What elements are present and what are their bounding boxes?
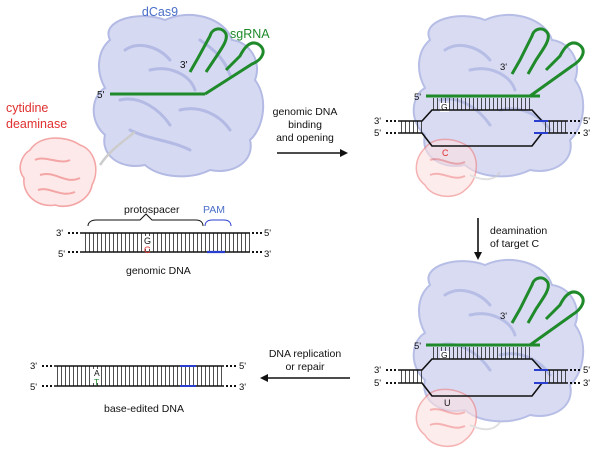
base-g: G — [144, 236, 151, 246]
panel-dcas9-complex: dCas9 5' 3' sgRNA cytidine deaminase — [6, 5, 270, 207]
cytidine-label: cytidine — [6, 101, 48, 115]
edited-bottom-5prime: 5' — [30, 382, 37, 393]
base-edited-caption: base-edited DNA — [104, 403, 184, 415]
panel3-sgrna-5prime: 5' — [414, 92, 421, 103]
sgrna-3prime: 3' — [180, 60, 188, 71]
panel4-bottom-5prime: 5' — [374, 378, 381, 389]
deaminase-protein-2 — [415, 138, 501, 197]
panel3-top-3prime: 3' — [374, 116, 381, 127]
panel4-top-5prime: 5' — [583, 365, 590, 376]
step1-line3: and opening — [276, 132, 334, 144]
deaminase-protein-3 — [415, 388, 501, 447]
panel4-base-g: G — [441, 350, 448, 360]
step3-line1: DNA replication — [269, 348, 342, 360]
step2-line1: deamination — [490, 225, 547, 237]
panel4-sgrna-3prime: 3' — [500, 311, 507, 322]
edited-top-3prime: 3' — [30, 361, 37, 372]
panel4-base-u: U — [444, 398, 451, 408]
arrow-deamination: deamination of target C — [474, 218, 547, 260]
step1-line1: genomic DNA — [273, 106, 338, 118]
panel3-bottom-3prime: 3' — [583, 128, 590, 139]
panel-genomic-dna: protospacer PAM 3' 5' 5' 3' G C genomic … — [56, 204, 271, 277]
dcas9-label: dCas9 — [142, 5, 178, 19]
arrow-replication: DNA replication or repair — [260, 348, 350, 382]
dna-bottom-5prime: 5' — [58, 249, 65, 260]
edited-base-a: A — [94, 368, 100, 378]
deaminase-label: deaminase — [6, 117, 67, 131]
step3-line2: or repair — [285, 361, 325, 373]
edited-bottom-3prime: 3' — [239, 382, 246, 393]
step2-line2: of target C — [490, 238, 539, 250]
base-c: C — [144, 245, 151, 255]
sgrna-label: sgRNA — [230, 27, 270, 41]
arrow-binding: genomic DNA binding and opening — [273, 106, 348, 157]
sgrna-5prime: 5' — [97, 90, 105, 101]
dna-bottom-3prime: 3' — [264, 249, 271, 260]
panel3-base-c: C — [442, 148, 449, 158]
dcas9-protein — [92, 13, 265, 178]
panel3-sgrna-3prime: 3' — [500, 62, 507, 73]
dna-top-3prime: 3' — [56, 228, 63, 239]
panel4-sgrna-5prime: 5' — [414, 341, 421, 352]
deaminase-protein — [19, 137, 97, 207]
panel3-top-5prime: 5' — [583, 116, 590, 127]
panel3-bottom-5prime: 5' — [374, 128, 381, 139]
panel-bound-complex: 5' 3' G 3' 5' 5' 3' C — [374, 13, 590, 197]
sgrna-strand — [110, 27, 265, 96]
panel4-bottom-3prime: 3' — [583, 378, 590, 389]
step1-line2: binding — [288, 119, 322, 131]
linker — [98, 131, 136, 166]
edited-base-t: T — [94, 377, 99, 387]
dna-top-5prime: 5' — [264, 228, 271, 239]
edited-top-5prime: 5' — [239, 361, 246, 372]
panel-base-edited-dna: 3' 5' 5' 3' A T base-edited DNA — [30, 361, 246, 415]
panel-deaminated-complex: 5' 3' G 3' 5' 5' 3' U — [374, 258, 590, 447]
protospacer-label: protospacer — [124, 204, 180, 216]
genomic-dna-caption: genomic DNA — [126, 265, 191, 277]
pam-label: PAM — [203, 204, 225, 216]
panel4-top-3prime: 3' — [374, 365, 381, 376]
panel3-base-g: G — [441, 102, 448, 112]
